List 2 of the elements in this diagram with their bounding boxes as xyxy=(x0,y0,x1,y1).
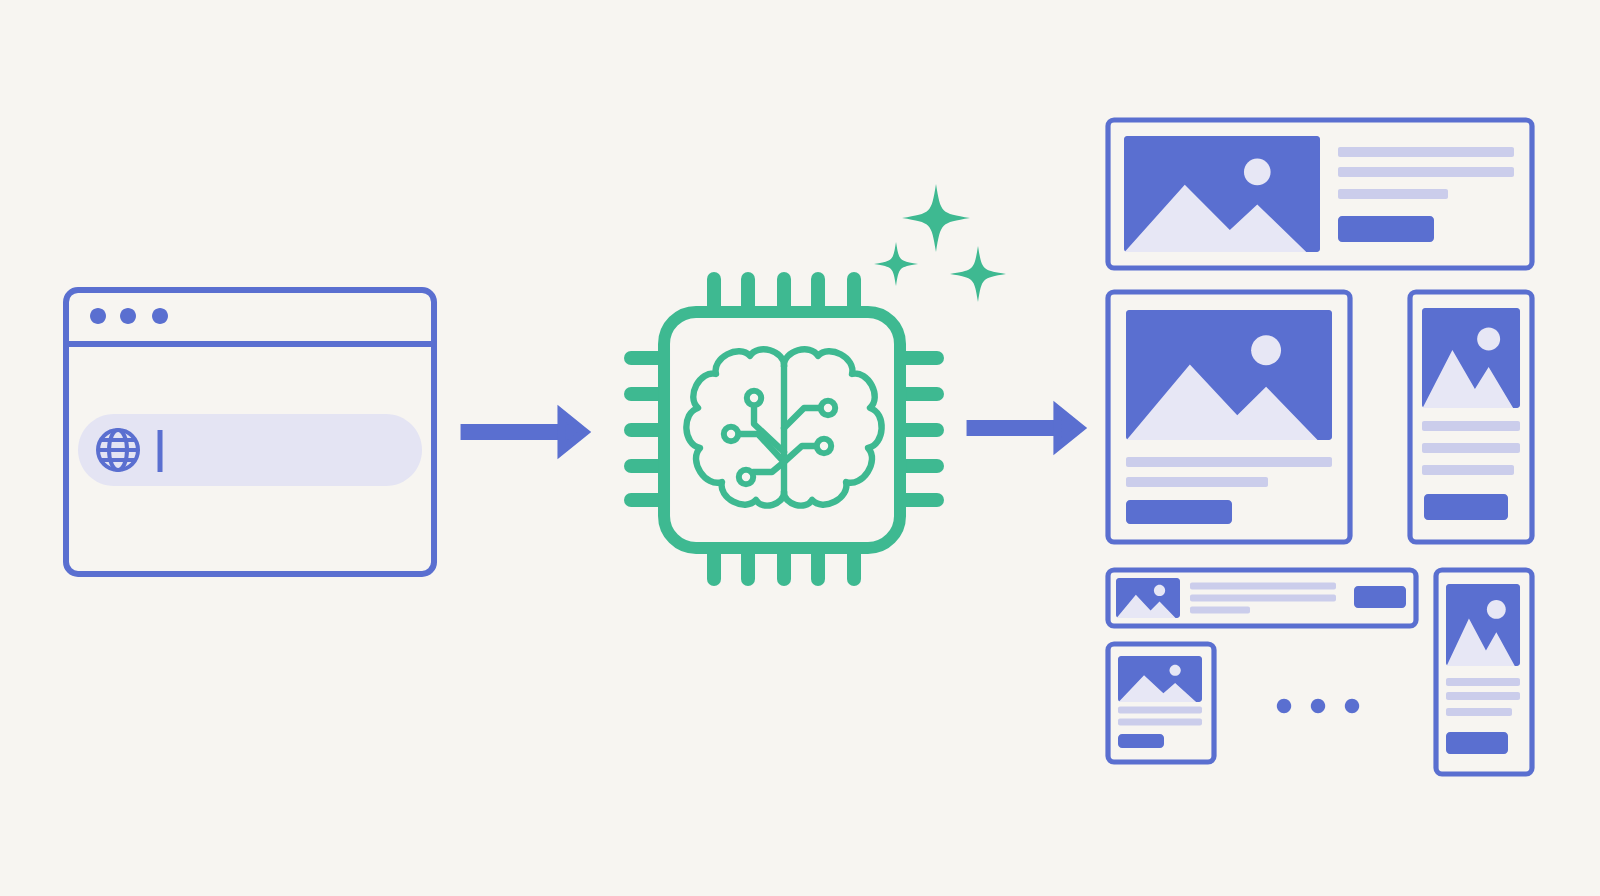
browser-window xyxy=(63,287,437,577)
chip xyxy=(624,272,944,586)
